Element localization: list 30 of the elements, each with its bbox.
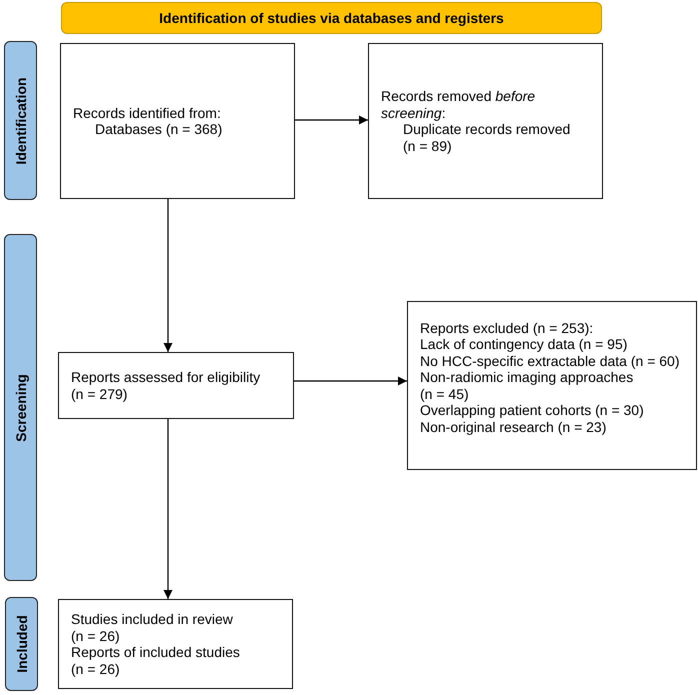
- box-text: Reports assessed for eligibility (n = 279): [71, 369, 262, 402]
- phase-label: Included: [13, 615, 30, 673]
- phase-band: [4, 41, 37, 200]
- arrow: [294, 376, 407, 386]
- phase-label: Identification: [12, 76, 29, 164]
- header-title: Identification of studies via databases and registers: [159, 10, 504, 26]
- process-box: [58, 352, 294, 419]
- header-banner: [61, 2, 602, 34]
- box-text: Databases (n = 368): [95, 121, 224, 138]
- phase-label: Screening: [12, 374, 29, 442]
- box-text: Non-radiomic imaging approaches (n = 45): [420, 369, 634, 402]
- box-text: Lack of contingency data (n = 95): [420, 336, 628, 353]
- box-text: Non-original research (n = 23): [420, 418, 608, 436]
- arrow: [164, 419, 172, 599]
- process-box: [60, 43, 295, 199]
- box-text: No HCC-specific extractable data (n = 60): [420, 352, 680, 370]
- arrow: [295, 116, 368, 124]
- process-box: [58, 599, 293, 689]
- process-box: [368, 43, 603, 199]
- box-text: Reports excluded (n = 253):: [420, 320, 594, 336]
- process-box: [407, 301, 697, 470]
- box-text: Duplicate records removed (n = 89): [403, 121, 572, 154]
- box-text: Records identified from:: [73, 104, 222, 121]
- box-text: Records removed before screening:: [381, 88, 536, 121]
- arrow: [164, 199, 172, 352]
- box-text: Reports of included studies (n = 26): [71, 644, 241, 677]
- phase-band: [5, 597, 38, 691]
- phase-band: [4, 234, 37, 581]
- box-text: Overlapping patient cohorts (n = 30): [420, 402, 645, 419]
- box-text: Studies included in review (n = 26): [71, 611, 234, 644]
